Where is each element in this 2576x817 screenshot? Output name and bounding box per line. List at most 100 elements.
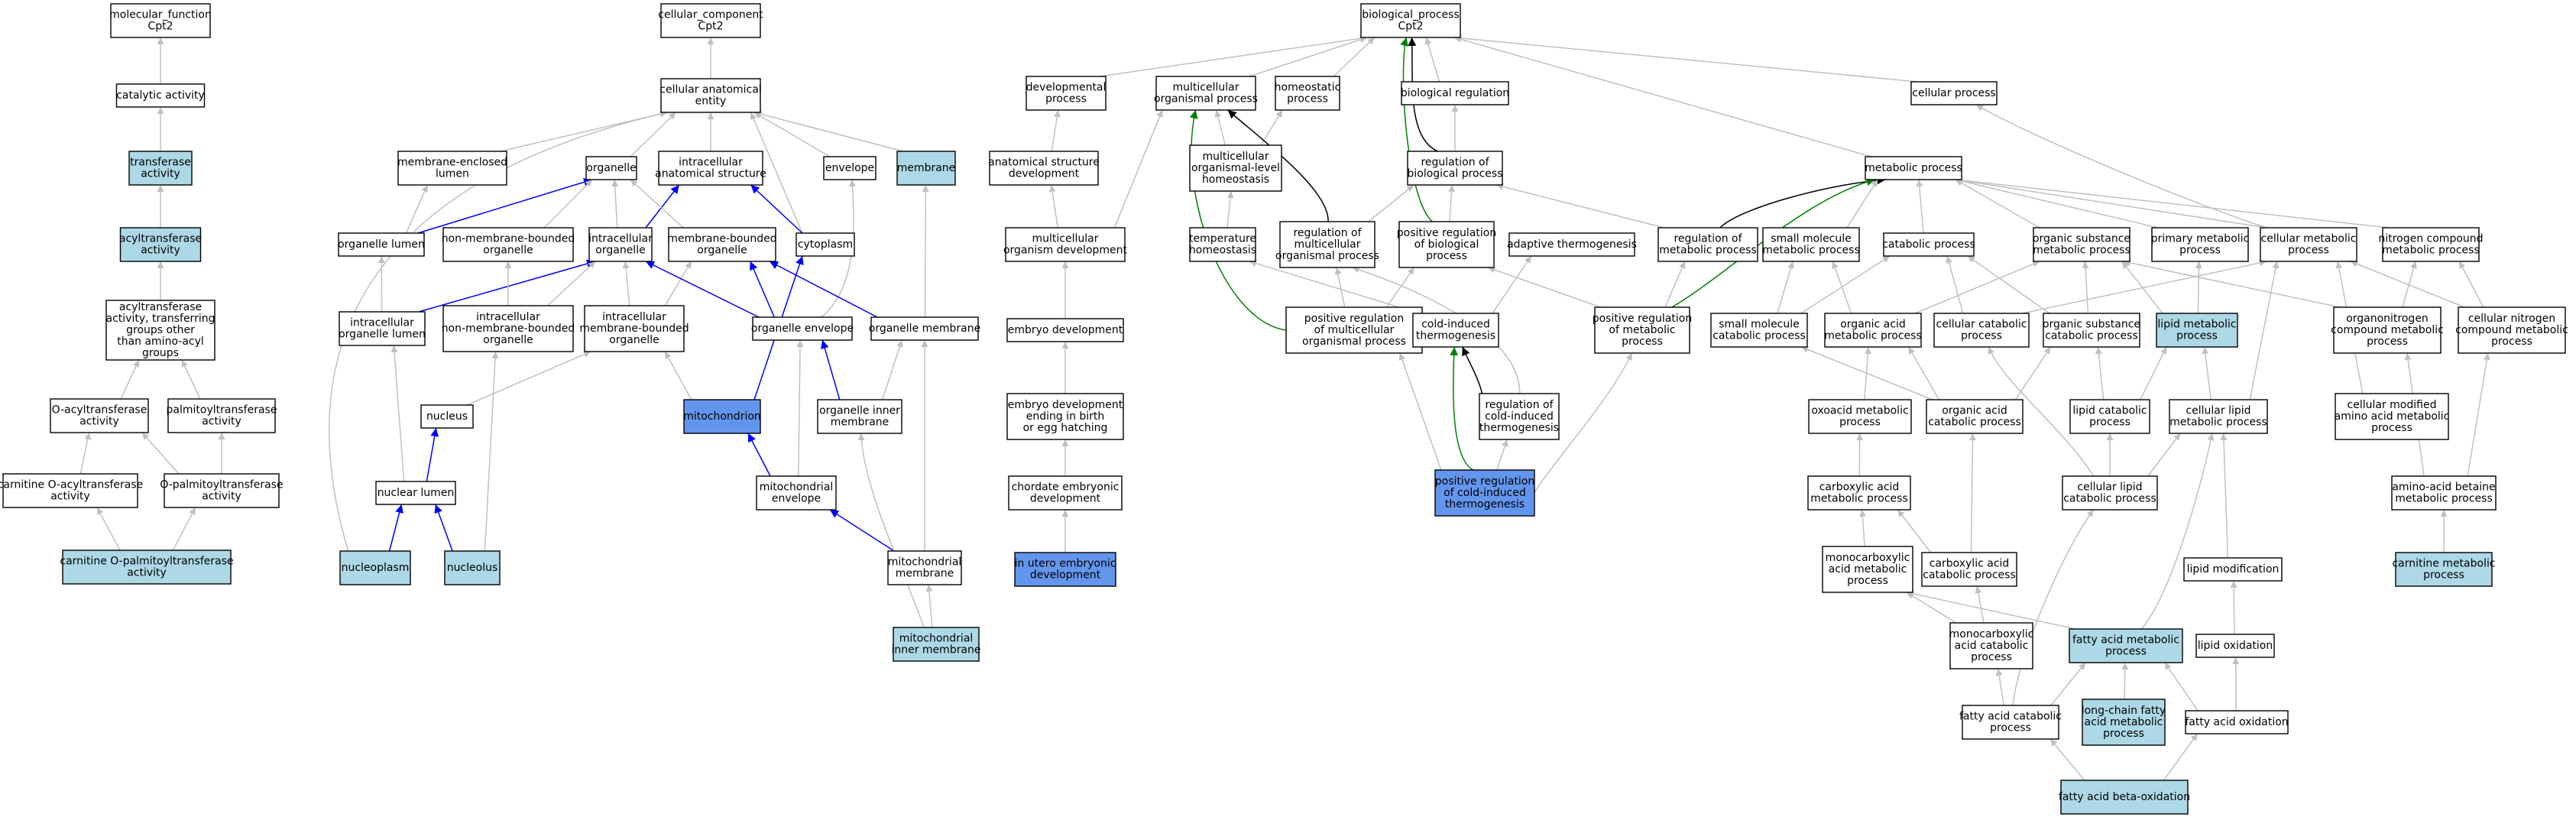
term-box[interactable] [660,3,761,38]
term-box[interactable] [2335,393,2449,440]
term-box[interactable] [1822,546,1913,593]
term-box[interactable] [444,550,501,585]
term-box[interactable] [989,151,1099,186]
term-box[interactable] [420,404,474,429]
term-box[interactable] [1762,227,1860,262]
term-node-nucleus[interactable]: nucleus [420,404,474,429]
term-box[interactable] [2183,557,2283,582]
term-box[interactable] [1710,313,1808,348]
term-box[interactable] [1189,227,1256,262]
term-box[interactable] [1006,393,1124,440]
term-box[interactable] [2185,710,2289,734]
term-box[interactable] [1910,81,1998,105]
term-node-catalytic[interactable]: catalytic activity [115,83,206,108]
term-box[interactable] [1657,227,1758,262]
term-box[interactable] [1926,399,2024,434]
term-box[interactable] [2260,227,2357,262]
term-box[interactable] [2156,313,2238,348]
term-box[interactable] [2333,306,2442,354]
term-node-lipid-ox[interactable]: lipid oxidation [2195,634,2275,658]
term-box[interactable] [1808,399,1912,434]
term-node-catabolic[interactable]: catabolic process [1882,232,1975,257]
term-box[interactable] [1883,232,1975,257]
term-box[interactable] [2,473,138,508]
term-box[interactable] [339,550,411,585]
term-box[interactable] [2033,227,2130,262]
term-box[interactable] [1594,306,1690,354]
term-node-organelle[interactable]: organelle [585,156,637,180]
term-box[interactable] [2391,475,2497,511]
term-node-mito[interactable]: mitochondrion [683,399,761,434]
term-box[interactable] [1006,318,1124,342]
term-box[interactable] [588,227,653,262]
term-box[interactable] [1508,232,1635,257]
term-box[interactable] [1933,313,2030,348]
term-box[interactable] [2062,475,2158,511]
term-box[interactable] [1824,313,1922,348]
term-box[interactable] [1865,156,1962,180]
term-box[interactable] [584,305,685,352]
term-box[interactable] [795,232,855,257]
term-box[interactable] [756,475,837,511]
term-box[interactable] [2069,399,2150,434]
term-box[interactable] [2395,552,2493,587]
term-box[interactable] [668,227,776,262]
term-box[interactable] [1962,705,2059,740]
term-box[interactable] [1949,622,2033,669]
term-box[interactable] [870,316,979,341]
term-box[interactable] [105,300,215,361]
term-box[interactable] [1014,552,1116,587]
term-box[interactable] [896,151,956,186]
term-node-inmbo[interactable]: intracellularnon-membrane-boundedorganel… [442,305,575,352]
term-box[interactable] [1279,221,1375,268]
term-node-adaptive[interactable]: adaptive thermogenesis [1507,232,1637,257]
term-node-cell-proc[interactable]: cellular process [1910,81,1998,105]
term-box[interactable] [893,627,980,662]
term-box[interactable] [442,305,574,352]
term-box[interactable] [339,311,426,346]
term-box[interactable] [1434,469,1535,517]
term-box[interactable] [1155,76,1256,111]
term-box[interactable] [1807,475,1911,511]
term-box[interactable] [110,3,211,38]
term-box[interactable] [2060,780,2189,815]
term-node-org-mem[interactable]: organelle membrane [869,316,980,341]
term-node-nuclear-lumen[interactable]: nuclear lumen [375,481,456,505]
term-box[interactable] [817,399,902,434]
term-box[interactable] [1360,3,1461,38]
term-box[interactable] [119,227,202,262]
term-node-organelle-lumen[interactable]: organelle lumen [338,232,425,257]
